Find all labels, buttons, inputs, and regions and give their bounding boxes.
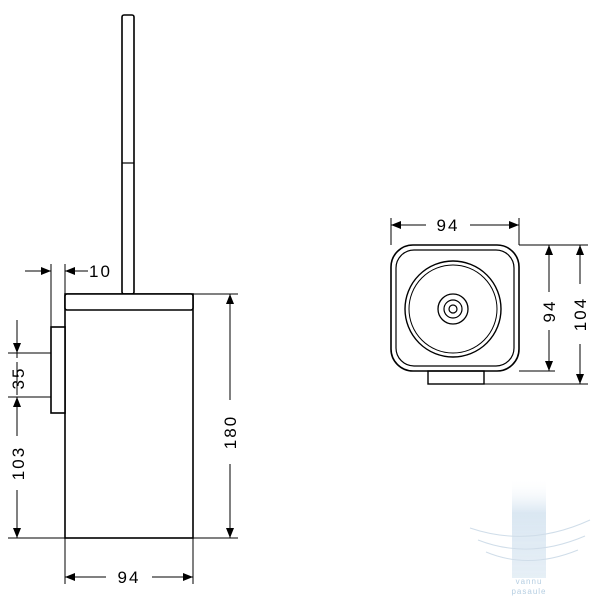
top-view — [390, 244, 520, 385]
holder-lid — [64, 293, 194, 311]
wall-mount — [50, 326, 66, 414]
watermark-line2: pasaule — [511, 587, 546, 596]
dim-top-overall: 104 — [571, 297, 590, 331]
top-wall-mount — [427, 370, 485, 385]
dim-holder-width: 94 — [118, 568, 141, 587]
top-inner — [395, 249, 515, 367]
side-view — [50, 14, 194, 539]
brush-head-circle — [437, 293, 469, 325]
watermark-line1: vannu — [516, 577, 543, 586]
top-opening — [404, 260, 502, 358]
watermark-logo: vannu pasaule — [469, 478, 591, 596]
dim-mount-height: 35 — [9, 367, 28, 390]
brush-handle — [121, 14, 135, 295]
holder-body — [64, 293, 194, 539]
dim-top-depth: 94 — [540, 300, 559, 323]
side-view-dimensions — [8, 264, 238, 584]
dim-top-width: 94 — [437, 216, 460, 235]
top-outer — [390, 244, 520, 372]
top-view-dimensions — [390, 218, 588, 385]
dim-side-offset: 10 — [89, 262, 112, 281]
dim-total-height: 180 — [221, 415, 240, 449]
dim-mount-offset: 103 — [9, 446, 28, 480]
